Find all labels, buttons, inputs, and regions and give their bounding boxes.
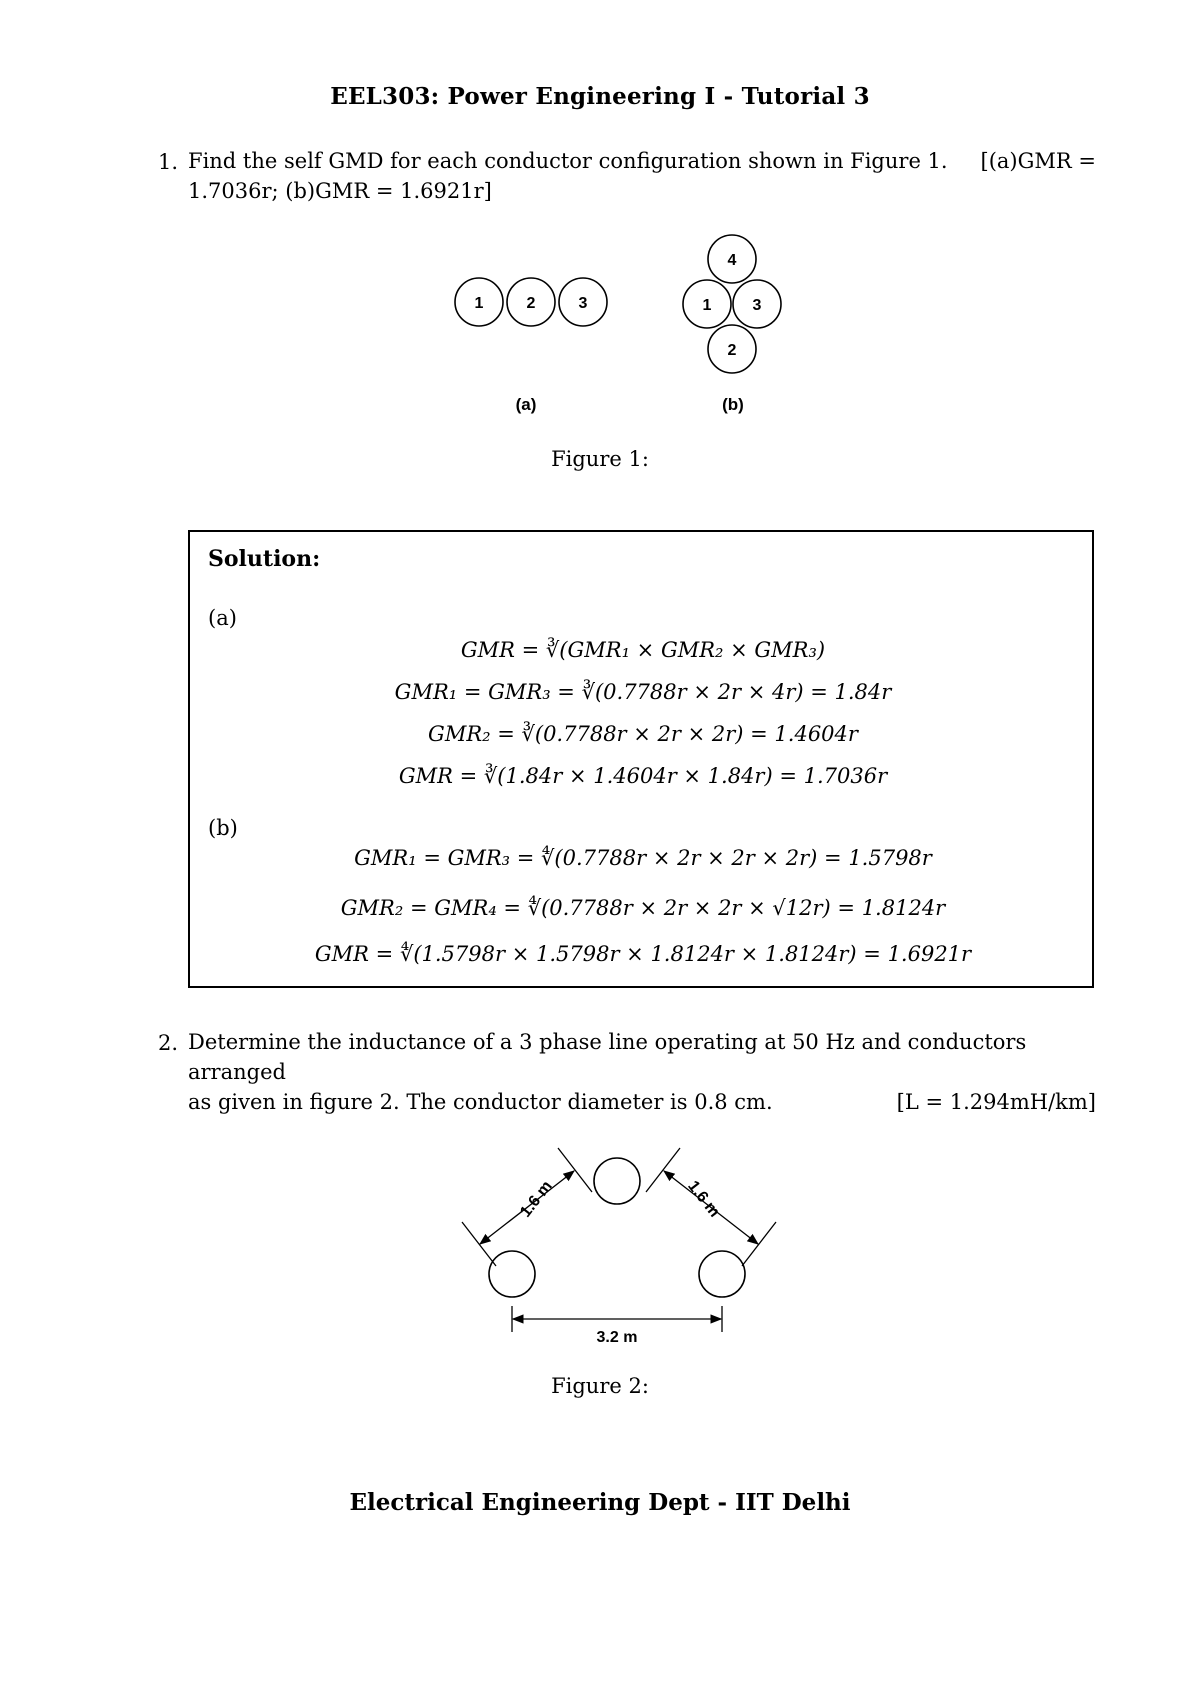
conductor-2a <box>506 277 556 327</box>
conductor-1b <box>682 279 732 329</box>
equation-a1: GMR = ∛(GMR₁ × GMR₂ × GMR₃) <box>460 638 826 662</box>
question-1-text: Find the self GMD for each conductor con… <box>188 146 1096 206</box>
question-2-text: Determine the inductance of a 3 phase li… <box>188 1027 1096 1117</box>
question-1-answer-part1: [(a)GMR = <box>980 149 1096 173</box>
conductor-2a-label: 2 <box>527 295 536 312</box>
question-2-number: 2. <box>158 1031 179 1055</box>
figure-2: 1.6 m 1.6 m 3.2 m <box>461 1147 777 1346</box>
conductor-3b <box>732 279 782 329</box>
question-2-line1: Determine the inductance of a 3 phase li… <box>188 1030 1027 1084</box>
right-dimension-tick-top <box>645 1147 681 1193</box>
conductor-2b <box>707 324 757 374</box>
bottom-dimension-label: 3.2 m <box>597 1329 638 1346</box>
conductor-2b-label: 2 <box>728 342 737 359</box>
question-2-line2: as given in figure 2. The conductor diam… <box>188 1090 773 1114</box>
conductor-1a-label: 1 <box>475 295 484 312</box>
conductor-3a-label: 3 <box>579 295 588 312</box>
equation-b1: GMR₁ = GMR₃ = ∜(0.7788r × 2r × 2r × 2r) … <box>354 846 932 870</box>
conductor-4b <box>707 234 757 284</box>
left-dimension-line <box>479 1170 575 1245</box>
conductor-3b-label: 3 <box>753 297 762 314</box>
left-dimension-tick-bottom <box>461 1221 497 1267</box>
right-dimension-tick-bottom <box>741 1221 777 1267</box>
equation-b3: GMR = ∜(1.5798r × 1.5798r × 1.8124r × 1.… <box>314 942 972 966</box>
conductor-1b-label: 1 <box>703 297 712 314</box>
conductor-1a <box>454 277 504 327</box>
figure-2-caption: Figure 2: <box>551 1374 649 1398</box>
question-1-body: Find the self GMD for each conductor con… <box>188 149 948 173</box>
question-1-number: 1. <box>158 150 179 174</box>
equation-a3: GMR₂ = ∛(0.7788r × 2r × 2r) = 1.4604r <box>428 722 858 746</box>
conductor-right <box>698 1250 746 1298</box>
conductor-left <box>488 1250 536 1298</box>
conductor-3a <box>558 277 608 327</box>
right-dimension-line <box>663 1170 759 1245</box>
solution-box: Solution: (a) GMR = ∛(GMR₁ × GMR₂ × GMR₃… <box>188 530 1094 988</box>
page-footer: Electrical Engineering Dept - IIT Delhi <box>349 1489 851 1516</box>
figure-1a-label: (a) <box>516 395 537 414</box>
left-dimension-label: 1.6 m <box>517 1178 556 1221</box>
question-1-answer-part2: 1.7036r; (b)GMR = 1.6921r] <box>188 179 492 203</box>
figure-1-caption: Figure 1: <box>551 447 649 471</box>
figure-1b-label: (b) <box>722 395 744 414</box>
question-2-answer: [L = 1.294mH/km] <box>896 1090 1096 1114</box>
right-dimension-label: 1.6 m <box>684 1178 723 1221</box>
conductor-4b-label: 4 <box>728 252 737 269</box>
figure-1: 1 2 3 4 1 3 2 (a) (b) <box>454 234 782 414</box>
solution-part-a-label: (a) <box>208 606 237 630</box>
equation-b2: GMR₂ = GMR₄ = ∜(0.7788r × 2r × 2r × √12r… <box>340 896 946 920</box>
page-title: EEL303: Power Engineering I - Tutorial 3 <box>330 83 870 110</box>
solution-part-b-label: (b) <box>208 816 238 840</box>
conductor-top <box>593 1157 641 1205</box>
left-dimension-tick-top <box>557 1147 593 1193</box>
equation-a2: GMR₁ = GMR₃ = ∛(0.7788r × 2r × 4r) = 1.8… <box>394 680 892 704</box>
figure-1b-conductors <box>682 234 782 374</box>
figure-1a-conductors <box>454 277 608 327</box>
equation-a4: GMR = ∛(1.84r × 1.4604r × 1.84r) = 1.703… <box>398 764 888 788</box>
solution-heading: Solution: <box>208 546 321 572</box>
